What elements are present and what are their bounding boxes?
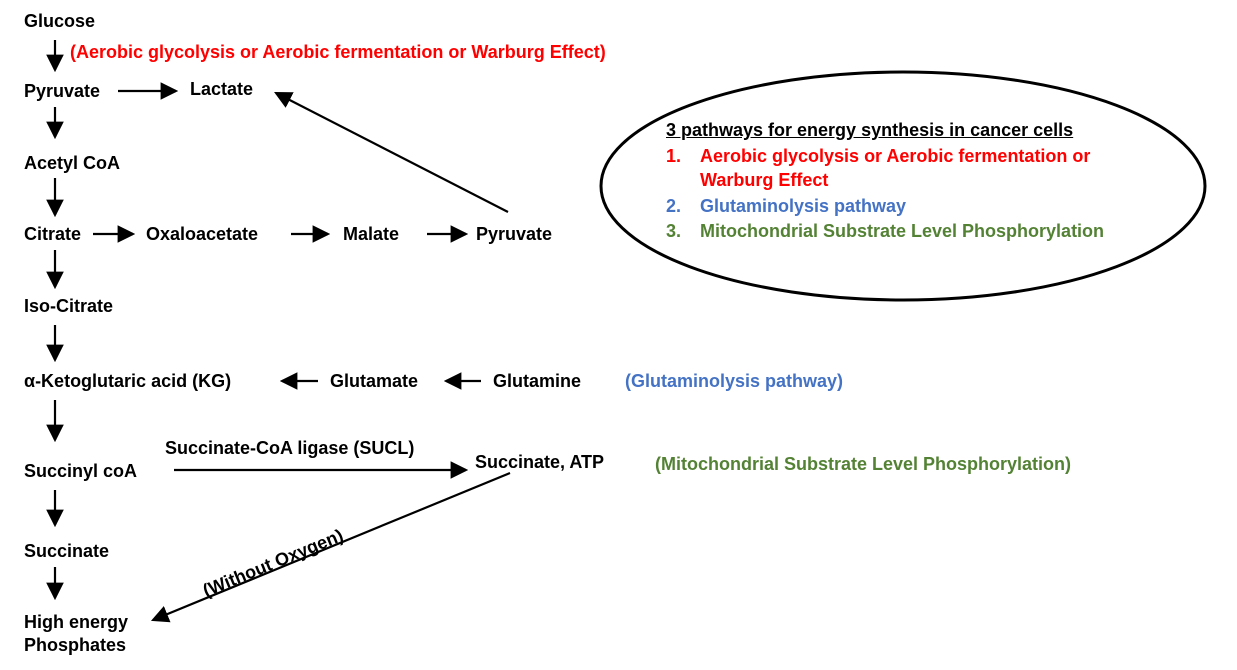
arrow-pyruvate-lactate-diagonal bbox=[274, 91, 509, 213]
node-glutamine: Glutamine bbox=[493, 371, 582, 391]
legend-item-3-number: 3. bbox=[666, 221, 682, 241]
legend-item-3-line1: Mitochondrial Substrate Level Phosphoryl… bbox=[700, 221, 1105, 241]
legend-ellipse bbox=[599, 70, 1207, 302]
legend-item-1-line2: Warburg Effect bbox=[700, 170, 829, 190]
node-alpha-ketoglutaric-acid: α-Ketoglutaric acid (KG) bbox=[24, 371, 232, 391]
label-succinate-coa-ligase: Succinate-CoA ligase (SUCL) bbox=[165, 438, 415, 458]
node-oxaloacetate: Oxaloacetate bbox=[146, 224, 259, 244]
legend-item-1-line1: Aerobic glycolysis or Aerobic fermentati… bbox=[700, 146, 1091, 166]
node-pyruvate-2: Pyruvate bbox=[476, 224, 553, 244]
annotation-glutaminolysis: (Glutaminolysis pathway) bbox=[625, 371, 844, 391]
legend-title: 3 pathways for energy synthesis in cance… bbox=[666, 120, 1074, 140]
annotation-mslp: (Mitochondrial Substrate Level Phosphory… bbox=[655, 454, 1072, 474]
node-high-energy-line2: Phosphates bbox=[24, 635, 127, 655]
node-succinate-atp: Succinate, ATP bbox=[475, 452, 605, 472]
node-succinate: Succinate bbox=[24, 541, 110, 561]
node-glucose: Glucose bbox=[24, 11, 96, 31]
without-oxygen-label: (Without Oxygen) bbox=[200, 525, 346, 601]
node-iso-citrate: Iso-Citrate bbox=[24, 296, 114, 316]
annotation-aerobic-glycolysis: (Aerobic glycolysis or Aerobic fermentat… bbox=[70, 42, 606, 62]
node-malate: Malate bbox=[343, 224, 400, 244]
node-citrate: Citrate bbox=[24, 224, 82, 244]
node-succinyl-coa: Succinyl coA bbox=[24, 461, 138, 481]
node-lactate: Lactate bbox=[190, 79, 254, 99]
legend-item-2-number: 2. bbox=[666, 196, 682, 216]
node-pyruvate: Pyruvate bbox=[24, 81, 101, 101]
legend-item-2-line1: Glutaminolysis pathway bbox=[700, 196, 907, 216]
node-high-energy-line1: High energy bbox=[24, 612, 129, 632]
legend-item-1-number: 1. bbox=[666, 146, 682, 166]
node-glutamate: Glutamate bbox=[330, 371, 419, 391]
arrow-succinate-atp-highenergy bbox=[150, 471, 511, 623]
node-acetyl-coa: Acetyl CoA bbox=[24, 153, 121, 173]
